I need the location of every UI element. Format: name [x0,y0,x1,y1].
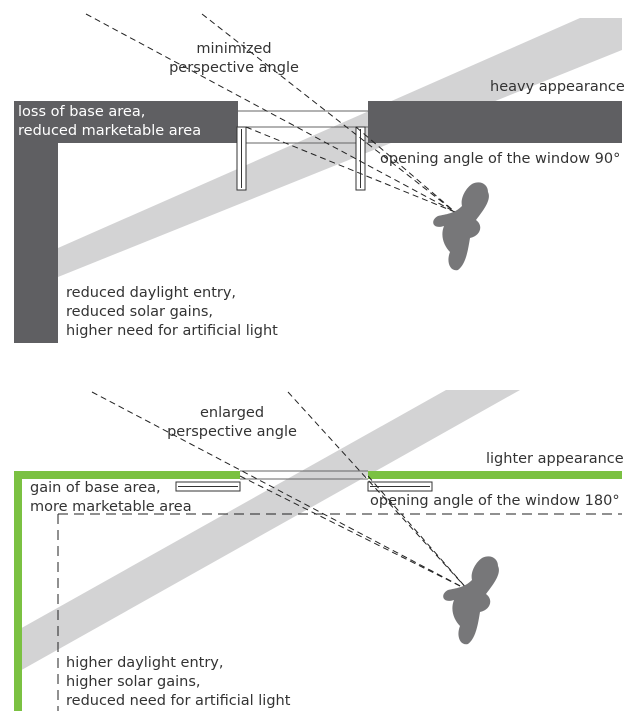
top-daylight-label: reduced daylight entry, reduced solar ga… [66,284,278,341]
top-daylight-line-3: higher need for artificial light [66,323,278,339]
bottom-daylight-beam [18,390,520,672]
top-window-label: opening angle of the window 90° [380,151,621,167]
top-area-line-2: reduced marketable area [18,123,202,139]
top-person-icon [433,182,489,271]
bottom-wall-horizontal-right [368,471,622,479]
top-wall-vertical [14,101,58,343]
top-daylight-line-2: reduced solar gains, [66,304,214,320]
bottom-wall-vertical [14,471,22,711]
bottom-wall-horizontal-left [14,471,240,479]
top-perspective-label: minimized perspective angle [169,40,299,78]
top-perspective-line-2: perspective angle [169,60,299,76]
top-perspective-line-1: minimized [196,41,272,57]
bottom-appearance-label: lighter appearance [486,451,624,467]
bottom-daylight-line-3: reduced need for artificial light [66,693,291,709]
bottom-sight-lines [91,391,469,591]
top-wall-horizontal-right [368,101,622,143]
bottom-area-line-2: more marketable area [30,499,192,515]
bottom-former-wall-outline [57,513,622,711]
top-area-label: loss of base area, reduced marketable ar… [18,103,201,141]
bottom-window-label: opening angle of the window 180° [370,493,620,509]
top-area-line-1: loss of base area, [18,104,146,120]
bottom-daylight-line-1: higher daylight entry, [66,655,224,671]
top-daylight-beam [58,18,622,277]
top-diagram [14,13,622,343]
bottom-daylight-line-2: higher solar gains, [66,674,201,690]
top-sight-lines [85,13,456,213]
bottom-area-label: gain of base area, more marketable area [30,479,192,517]
bottom-person-icon [443,556,499,645]
bottom-perspective-line-1: enlarged [199,405,265,421]
bottom-area-line-1: gain of base area, [30,480,161,496]
top-appearance-label: heavy appearance [490,79,625,95]
bottom-window-frame [240,470,368,480]
top-daylight-line-1: reduced daylight entry, [66,285,237,301]
bottom-perspective-label: enlarged perspective angle [167,404,297,442]
bottom-daylight-label: higher daylight entry, higher solar gain… [66,654,290,711]
bottom-diagram [14,390,622,711]
bottom-perspective-line-2: perspective angle [167,424,297,440]
